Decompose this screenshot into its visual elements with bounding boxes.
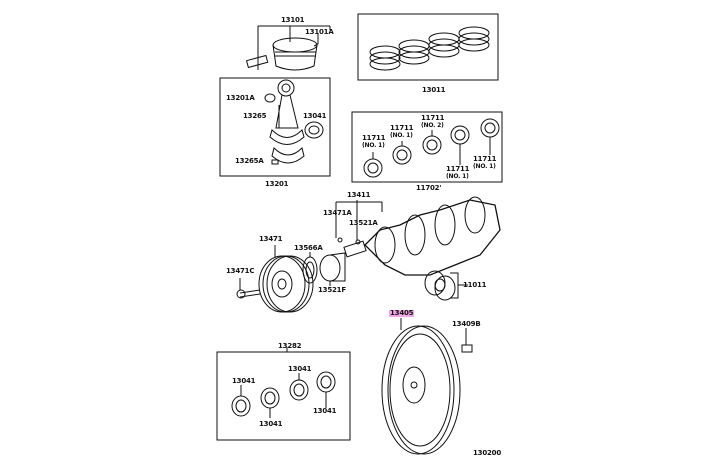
ring-set-box [357,13,499,81]
label-13471[interactable]: 13471 [259,235,283,243]
label-13201a[interactable]: 13201A [226,94,255,102]
piston-rings-drawing [369,26,490,71]
main-bearing-box [351,111,503,183]
label-13521f[interactable]: 13521F [318,286,346,294]
conrod-bearings-drawing [231,371,336,418]
label-13041-1[interactable]: 13041 [232,377,256,385]
label-11011[interactable]: 11011 [463,281,487,289]
label-13282[interactable]: 13282 [278,342,302,350]
label-13521a[interactable]: 13521A [349,219,378,227]
label-13265[interactable]: 13265 [243,112,267,120]
label-11711-d[interactable]: 11711(NO. 1) [446,165,470,181]
label-13566a[interactable]: 13566A [294,244,323,252]
label-13101a[interactable]: 13101A [305,28,334,36]
thrust-washers-drawing [424,270,468,301]
label-11711-b[interactable]: 11711(NO. 1) [390,124,414,140]
diagram-code: 130200 [473,449,502,457]
label-11711-c[interactable]: 11711(NO. 2) [421,114,445,130]
label-13471a[interactable]: 13471A [323,209,352,217]
label-11711-e[interactable]: 11711(NO. 1) [473,155,497,171]
label-13265a[interactable]: 13265A [235,157,264,165]
label-11711-a[interactable]: 11711(NO. 1) [362,134,386,150]
label-13041-4[interactable]: 13041 [313,407,337,415]
bearing-set-box [216,351,351,441]
label-13041-3[interactable]: 13041 [288,365,312,373]
label-13405-highlighted[interactable]: 13405 [389,309,415,317]
label-13101[interactable]: 13101 [281,16,305,24]
crankshaft-drawing [335,196,501,276]
flywheel-drawing [381,318,473,455]
label-11702[interactable]: 11702' [416,184,442,192]
label-13201[interactable]: 13201 [265,180,289,188]
label-13411[interactable]: 13411 [347,191,371,199]
label-13011[interactable]: 13011 [422,86,446,94]
label-13471c[interactable]: 13471C [226,267,255,275]
label-13041-conrod[interactable]: 13041 [303,112,327,120]
label-13409b[interactable]: 13409B [452,320,481,328]
conrod-box [219,77,331,177]
main-bearings-drawing [363,118,500,178]
piston-drawing [245,25,331,71]
conrod-drawing [264,79,324,165]
pulley-drawing [236,245,346,313]
label-13041-2[interactable]: 13041 [259,420,283,428]
